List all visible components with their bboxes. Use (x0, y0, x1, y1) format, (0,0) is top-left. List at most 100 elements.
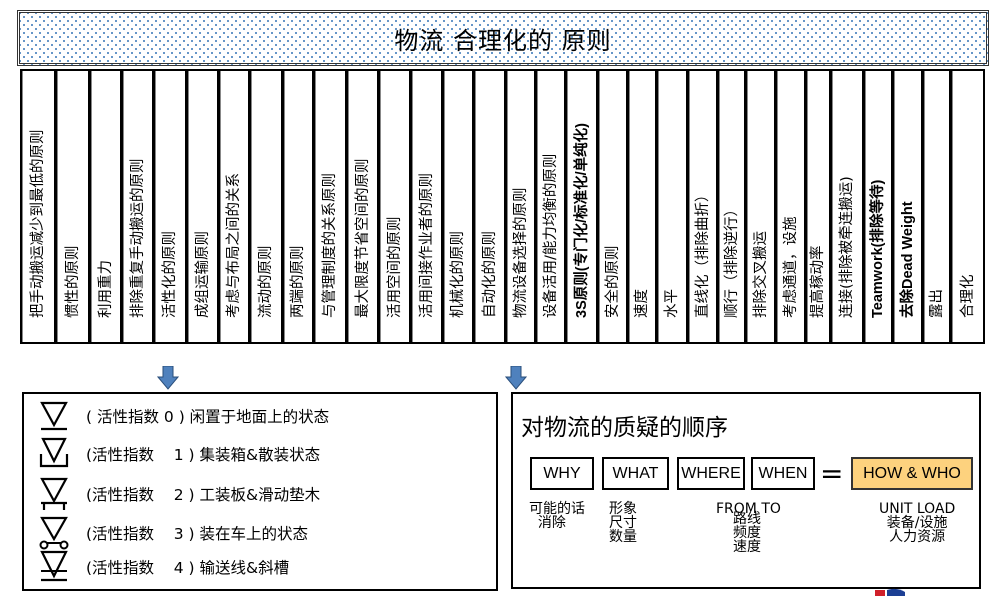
why-box: WHY (530, 457, 594, 490)
panel-title: 对物流的质疑的顺序 (521, 415, 728, 441)
what-box: WHAT (602, 457, 669, 490)
principle-column: 排除重复手动搬运的原则 (121, 69, 154, 344)
activity-row: (活性指数 3 ) 装在车上的状态 (36, 515, 308, 551)
principle-column: Teamwork(排除等待) (863, 69, 893, 344)
what-label: WHAT (612, 464, 659, 482)
principle-column: 考虑与布局之间的关系 (218, 69, 250, 344)
triangle-on-cart-icon (39, 516, 69, 550)
down-arrow-icon (505, 366, 527, 390)
triangle-in-container-icon (39, 437, 69, 468)
where-label: WHERE (681, 464, 741, 482)
principle-column: 提高稼动率 (805, 69, 831, 344)
principle-column: 去除Dead Weight (892, 69, 923, 344)
principle-label: 3S原则(专门化/标准化/单纯化) (573, 123, 590, 318)
principle-column: 速度 (627, 69, 657, 344)
principle-column: 活性化的原则 (153, 69, 187, 344)
principle-label: 考虑与布局之间的关系 (226, 173, 242, 318)
activity-label: (活性指数 4 ) 输送线&斜槽 (86, 559, 290, 577)
principle-label: 排除重复手动搬运的原则 (129, 158, 146, 319)
when-box: WHEN (751, 457, 815, 490)
principle-label: 合理化 (959, 274, 976, 319)
principle-column: 最大限度节省空间的原则 (346, 69, 379, 344)
principle-label: 露出 (928, 289, 945, 318)
triangle-on-conveyor-icon (40, 550, 68, 582)
what-sub: 形象 尺寸 数量 (609, 501, 637, 545)
principle-label: 机械化的原则 (450, 231, 466, 318)
principle-label: 最大限度节省空间的原则 (354, 158, 371, 319)
activity-row: (活性指数 4 ) 输送线&斜槽 (36, 549, 289, 585)
principle-column: 考虑通道，设施 (775, 69, 806, 344)
activity-index-panel: ( 活性指数 0 ) 闲置于地面上的状态 (活性指数 1 ) 集装箱&散装状态 … (22, 392, 498, 591)
principle-label: 活性化的原则 (162, 231, 178, 318)
activity-label: ( 活性指数 0 ) 闲置于地面上的状态 (86, 408, 330, 426)
principle-label: 直线化（排除曲折） (694, 187, 711, 319)
principle-label: 活用空间的原则 (386, 216, 403, 319)
activity-label: (活性指数 2 ) 工装板&滑动垫木 (86, 486, 321, 504)
down-arrow-icon (157, 366, 179, 390)
principle-label: 设备活用/能力均衡的原则 (542, 153, 559, 318)
principle-label: Teamwork(排除等待) (870, 179, 886, 318)
principle-label: 考虑通道，设施 (782, 216, 799, 319)
principle-label: 活用间接作业者的原则 (418, 173, 435, 318)
principle-column: 把手动搬运减少到最低的原则 (20, 69, 56, 344)
triangle-on-ground-icon (40, 401, 68, 431)
activity-row: ( 活性指数 0 ) 闲置于地面上的状态 (36, 398, 329, 434)
how-who-label: HOW & WHO (863, 464, 961, 482)
principle-column: 3S原则(专门化/标准化/单纯化) (565, 69, 598, 344)
principle-column: 自动化的原则 (473, 69, 506, 344)
how-who-sub: UNIT LOAD 装备/设施 人力资源 (879, 501, 956, 545)
principle-label: 物流设备选择的原则 (512, 187, 529, 319)
activity-label: (活性指数 3 ) 装在车上的状态 (86, 525, 309, 543)
principle-column: 机械化的原则 (442, 69, 474, 344)
principle-label: 提高稼动率 (810, 245, 826, 319)
principle-label: 水平 (664, 289, 680, 318)
principle-column: 成组运输原则 (186, 69, 219, 344)
principle-column: 连接(排除被牵连搬运) (830, 69, 864, 344)
company-logo-icon (875, 588, 905, 596)
page-title: 物流 合理化的 原则 (394, 26, 612, 55)
principle-label: 利用重力 (97, 260, 114, 318)
activity-row: (活性指数 1 ) 集装箱&散装状态 (36, 436, 320, 472)
activity-label: (活性指数 1 ) 集装箱&散装状态 (86, 446, 321, 464)
principle-label: 连接(排除被牵连搬运) (839, 176, 855, 318)
principle-column: 安全的原则 (597, 69, 628, 344)
principle-label: 排除交叉搬运 (752, 231, 769, 318)
principle-label: 顺行（排除逆行） (723, 202, 740, 318)
principle-column: 流动的原则 (249, 69, 283, 344)
principle-column: 物流设备选择的原则 (505, 69, 536, 344)
triangle-on-pallet-icon (40, 477, 68, 510)
principle-label: 与管理制度的关系原则 (322, 173, 338, 318)
principle-label: 速度 (634, 289, 650, 318)
principle-column: 排除交叉搬运 (745, 69, 776, 344)
principle-label: 惯性的原则 (64, 245, 81, 319)
principle-column: 惯性的原则 (55, 69, 90, 344)
principle-label: 去除Dead Weight (899, 201, 916, 318)
principles-columns: 把手动搬运减少到最低的原则惯性的原则利用重力排除重复手动搬运的原则活性化的原则成… (20, 69, 985, 346)
principle-column: 设备活用/能力均衡的原则 (535, 69, 566, 344)
principle-column: 露出 (922, 69, 951, 344)
principle-label: 把手动搬运减少到最低的原则 (30, 129, 46, 319)
where-box: WHERE (677, 457, 745, 490)
principle-label: 流动的原则 (258, 245, 274, 319)
principle-label: 两端的原则 (290, 245, 306, 319)
equals-sign: = (820, 457, 844, 490)
how-who-box: HOW & WHO (851, 457, 973, 490)
activity-row: (活性指数 2 ) 工装板&滑动垫木 (36, 476, 320, 512)
why-sub: 可能的话 消除 (529, 501, 585, 531)
principle-column: 利用重力 (89, 69, 122, 344)
principle-label: 自动化的原则 (481, 231, 498, 318)
principle-column: 直线化（排除曲折） (687, 69, 718, 344)
when-sub: 路线 频度 速度 (733, 511, 761, 555)
principle-column: 顺行（排除逆行） (717, 69, 746, 344)
title-banner: 物流 合理化的 原则 (17, 10, 989, 66)
principle-column: 活用间接作业者的原则 (410, 69, 443, 344)
when-label: WHEN (758, 464, 808, 482)
principle-column: 两端的原则 (282, 69, 314, 344)
where-sub: FROM TO (716, 501, 781, 517)
why-label: WHY (543, 464, 581, 482)
principle-label: 安全的原则 (604, 245, 621, 319)
principle-column: 活用空间的原则 (378, 69, 411, 344)
questioning-order-panel: 对物流的质疑的顺序 WHY WHAT WHERE WHEN = HOW & WH… (511, 392, 981, 589)
principle-column: 与管理制度的关系原则 (313, 69, 347, 344)
principle-column: 合理化 (950, 69, 985, 344)
